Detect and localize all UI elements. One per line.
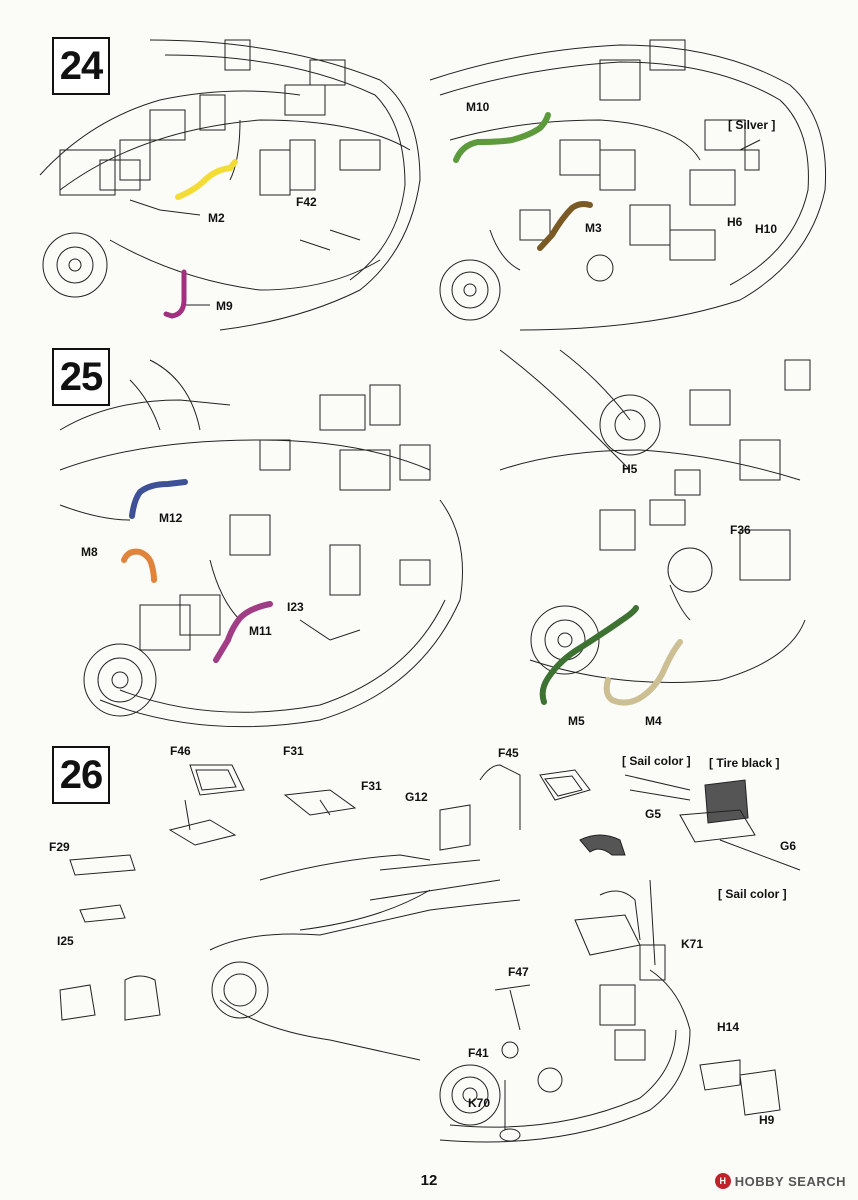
paint-label: [ Silver ]: [728, 118, 776, 132]
part-label: F42: [296, 195, 317, 209]
part-label: K71: [681, 937, 704, 951]
step-24-left-drawing: [39, 39, 421, 331]
part-label: F45: [498, 746, 519, 760]
part-label: G12: [405, 790, 428, 804]
step-25-right-hoses: [539, 605, 683, 706]
part-label: G5: [645, 807, 662, 821]
watermark-text: HOBBY SEARCH: [734, 1173, 846, 1189]
step-number-box: 25: [52, 348, 110, 406]
part-label: F36: [730, 523, 751, 537]
hobby-search-logo-icon: H: [714, 1173, 731, 1189]
step-24-right-drawing: [429, 39, 827, 331]
part-label: M12: [159, 511, 183, 525]
step-number-box: 26: [52, 746, 110, 804]
step-25-left-hoses: [121, 479, 273, 663]
part-label: H10: [755, 222, 778, 236]
part-label: G6: [780, 839, 797, 853]
step-26-drawing: [59, 764, 801, 1143]
step-25-right-drawing: [499, 349, 811, 683]
part-label: H6: [727, 215, 743, 229]
step-24-left-hoses: [163, 159, 238, 319]
part-label: I23: [287, 600, 304, 614]
part-label: M5: [568, 714, 585, 728]
part-label: F47: [508, 965, 529, 979]
step-number: 25: [59, 354, 103, 399]
part-label: F31: [283, 744, 304, 758]
paint-label: [ Sail color ]: [622, 754, 691, 768]
watermark: H HOBBY SEARCH: [714, 1173, 846, 1189]
part-label: M9: [216, 299, 233, 313]
part-label: M2: [208, 211, 225, 225]
part-label: M10: [466, 100, 490, 114]
part-label: M8: [81, 545, 98, 559]
paint-label: [ Tire black ]: [709, 756, 780, 770]
part-label: I25: [57, 934, 74, 948]
part-label: M4: [645, 714, 662, 728]
part-label: K70: [468, 1096, 491, 1110]
paint-label: [ Sail color ]: [718, 887, 787, 901]
part-label: H5: [622, 462, 638, 476]
step-25-left-drawing: [59, 359, 463, 728]
step-24-right-hoses: [453, 112, 593, 251]
step-number-box: 24: [52, 37, 110, 95]
step-number: 24: [59, 43, 103, 88]
page-number: 12: [420, 1172, 438, 1189]
part-label: F46: [170, 744, 191, 758]
part-label: H9: [759, 1113, 775, 1127]
part-label: M11: [249, 624, 272, 638]
part-label: F31: [361, 779, 382, 793]
part-label: F41: [468, 1046, 489, 1060]
part-label: M3: [585, 221, 602, 235]
part-label: H14: [717, 1020, 740, 1034]
part-label: F29: [49, 840, 70, 854]
step-number: 26: [59, 752, 103, 797]
